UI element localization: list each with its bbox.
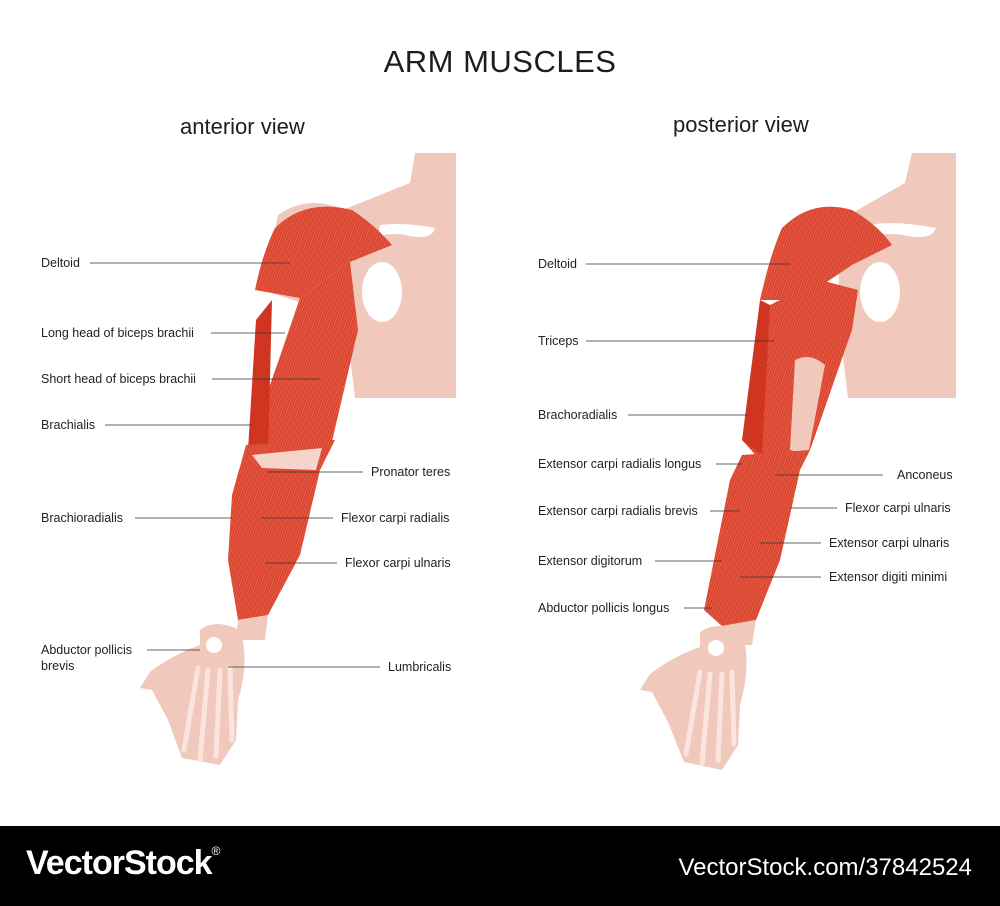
label-posterior-triceps: Triceps	[538, 334, 579, 348]
label-anterior-lumbricalis: Lumbricalis	[388, 660, 452, 674]
anterior-forearm	[228, 440, 335, 620]
label-anterior-brachioradialis: Brachioradialis	[41, 511, 123, 525]
label-anterior-pronator-teres: Pronator teres	[371, 465, 451, 479]
label-posterior-extensor-digitorum: Extensor digitorum	[538, 554, 643, 568]
label-posterior-brachoradialis: Brachoradialis	[538, 408, 618, 422]
page-title: ARM MUSCLES	[383, 44, 617, 79]
anterior-view-title: anterior view	[180, 114, 305, 139]
label-posterior-extensor-digiti-minimi: Extensor digiti minimi	[829, 570, 948, 584]
label-posterior-extensor-carpi-ulnaris: Extensor carpi ulnaris	[829, 536, 950, 550]
posterior-arm	[640, 153, 956, 770]
anterior-brachialis	[248, 300, 272, 455]
posterior-torso-shape	[838, 153, 956, 398]
vectorstock-logo: VectorStock®	[26, 844, 221, 883]
label-anterior-long-head-biceps: Long head of biceps brachii	[41, 326, 194, 340]
label-posterior-ecrl: Extensor carpi radialis longus	[538, 457, 702, 471]
registered-mark: ®	[211, 844, 221, 858]
anterior-biceps	[258, 262, 358, 455]
brand-name: VectorStock	[26, 844, 213, 882]
anterior-arm	[140, 153, 456, 765]
posterior-view-title: posterior view	[673, 112, 809, 137]
label-anterior-flexor-carpi-ulnaris: Flexor carpi ulnaris	[345, 556, 451, 570]
footer-bar: VectorStock® VectorStock.com/37842524	[0, 826, 1000, 906]
label-anterior-brachialis: Brachialis	[41, 418, 96, 432]
posterior-deltoid	[760, 206, 892, 300]
label-posterior-anconeus: Anconeus	[897, 468, 953, 482]
leader-lines	[90, 262, 883, 668]
anterior-deltoid	[255, 206, 392, 298]
label-posterior-deltoid: Deltoid	[538, 257, 577, 271]
label-posterior-ecrb: Extensor carpi radialis brevis	[538, 504, 698, 518]
label-anterior-abductor-pollicis-brevis: Abductor pollicis brevis	[41, 643, 133, 673]
label-posterior-flexor-carpi-ulnaris: Flexor carpi ulnaris	[845, 501, 951, 515]
stock-id: VectorStock.com/37842524	[678, 854, 972, 881]
diagram-canvas: ARM MUSCLES anterior view posterior view	[41, 44, 956, 770]
label-anterior-flexor-carpi-radialis: Flexor carpi radialis	[341, 511, 450, 525]
label-anterior-short-head-biceps: Short head of biceps brachii	[41, 372, 196, 386]
arm-illustrations	[90, 153, 956, 770]
posterior-forearm	[704, 450, 810, 626]
label-posterior-abductor-pollicis-longus: Abductor pollicis longus	[538, 601, 670, 615]
label-anterior-deltoid: Deltoid	[41, 256, 80, 270]
